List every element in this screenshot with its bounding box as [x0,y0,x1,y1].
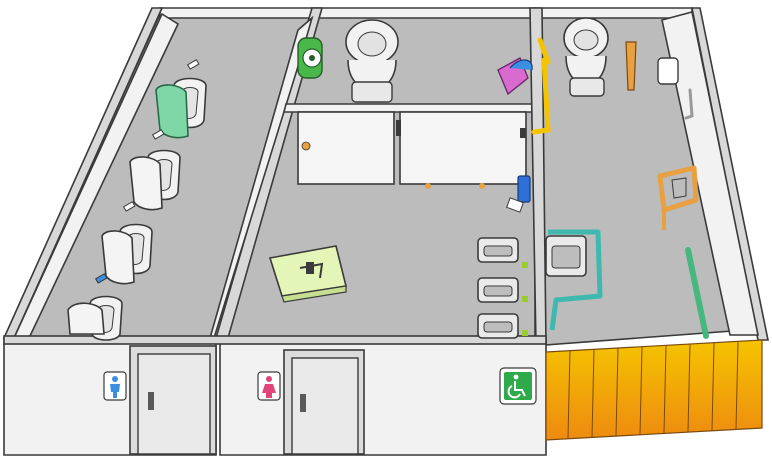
changing-table [268,245,347,303]
toilet-stall-row [297,19,533,189]
paper-holder [506,197,524,213]
mens-room [67,59,207,341]
door-handle-icon [300,394,306,412]
mens-door[interactable] [137,353,211,455]
accessible-sink [545,229,603,331]
wheelchair-icon [499,367,537,405]
sink-grab-bar [548,229,603,331]
urinal [101,223,153,285]
stall-door[interactable] [297,111,395,185]
entrances [103,345,537,455]
urinal [155,77,207,139]
accessible-right-wall-face [661,11,759,336]
urinal-divider [67,302,105,335]
sensor-icon [186,59,200,70]
fold-down-grab-bar [625,41,637,91]
baby-chair [657,165,699,230]
sensor-icon [122,201,136,212]
urinal [129,149,181,211]
female-person-icon [257,371,281,401]
urinal-divider [129,156,163,211]
male-person-icon [103,371,127,401]
building-shell [2,7,769,456]
hand-dryer [517,175,531,203]
urinal-divider [101,230,135,285]
stall-back-wall [311,7,536,19]
sink [477,237,528,268]
accessible-toilet [563,17,609,97]
sink [477,277,528,303]
stall-foot-icon [425,183,431,189]
accessible-room [531,17,763,441]
paper-dispenser [657,57,679,85]
stall-hinge-icon [520,128,526,138]
front-wall-top-edge [3,335,547,345]
urinal [67,295,123,341]
stall-door[interactable] [399,111,527,185]
stall-hinge-icon [396,120,401,136]
sensor-icon [151,129,165,140]
folding-curtain[interactable] [545,339,763,441]
toilet [345,19,399,103]
stall-room-floor [286,13,536,109]
grab-bar [531,57,551,135]
door-lock-icon [301,141,311,151]
baby-seat [497,57,533,96]
stall-foot-icon [479,183,485,189]
stall-front-wall [282,103,536,113]
toilet-paper-dispenser [297,37,323,79]
sensor-icon [94,273,108,284]
accessible-back-wall [534,7,693,19]
sink [477,313,528,339]
door-handle-icon [148,392,154,410]
womens-room [268,175,531,339]
grab-bar [537,37,551,65]
wall-grab-bar [685,247,709,339]
mens-back-wall [159,7,313,19]
wall-hook-icon [684,88,694,120]
